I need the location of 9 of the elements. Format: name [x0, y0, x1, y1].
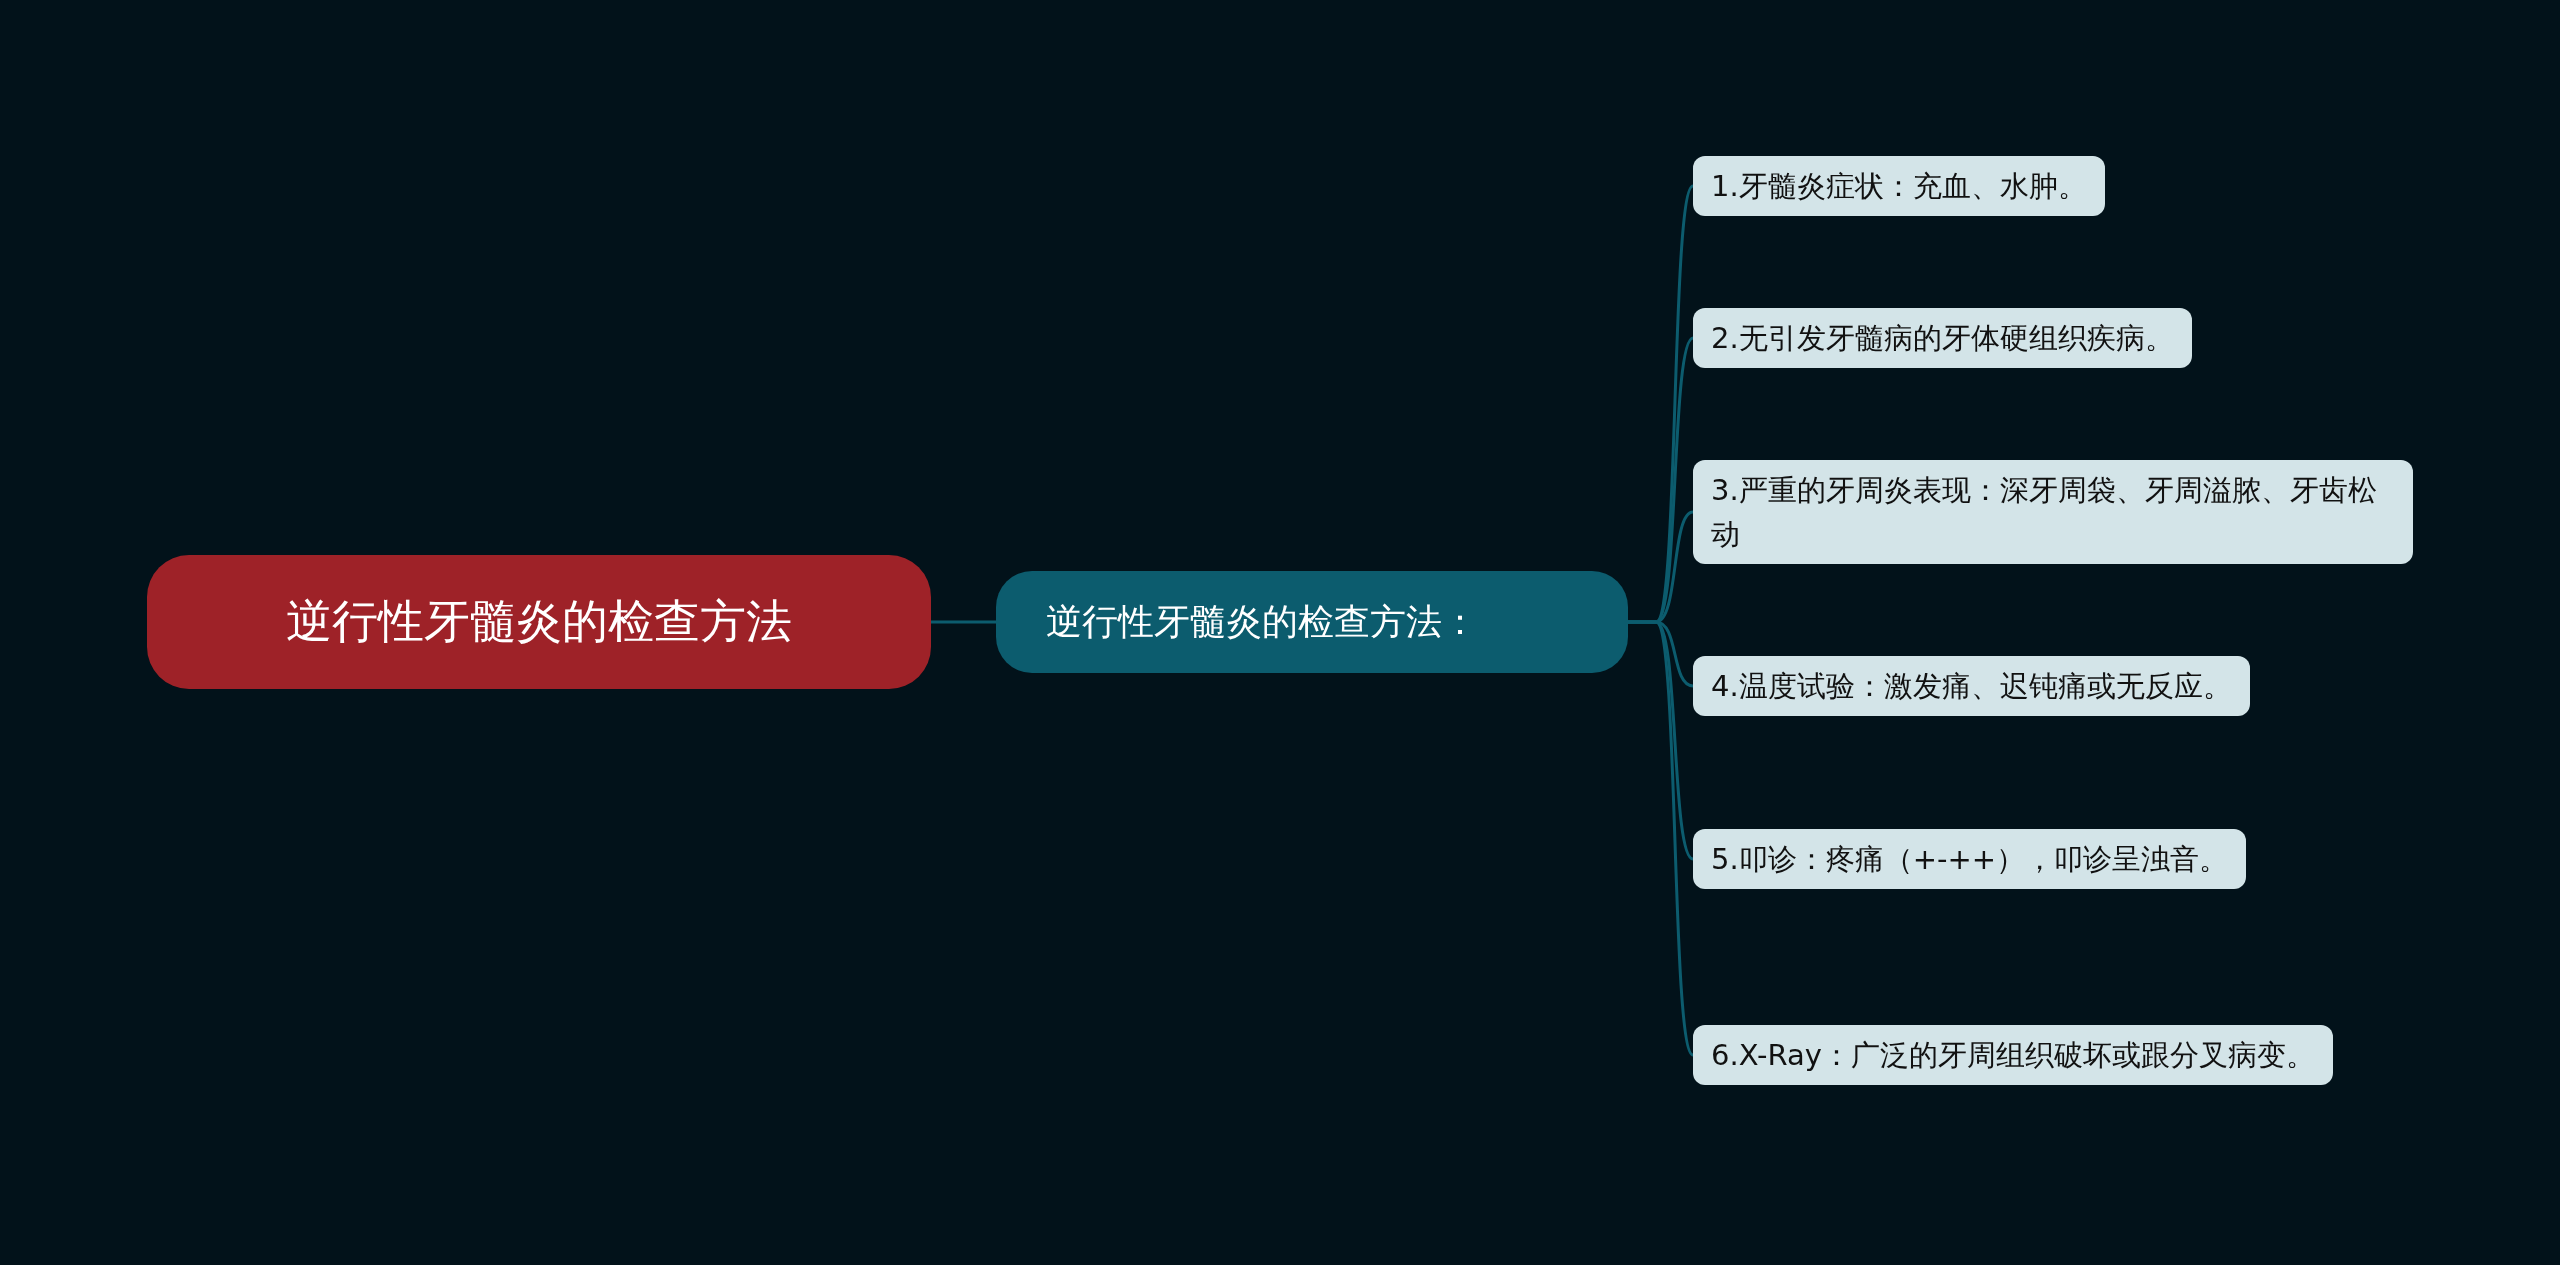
- detail-box: 4.温度试验：激发痛、迟钝痛或无反应。: [1693, 656, 2250, 716]
- topic-box: 逆行性牙髓炎的检查方法: [147, 555, 931, 689]
- detail-box: 2.无引发牙髓病的牙体硬组织疾病。: [1693, 308, 2192, 368]
- detail-box: 3.严重的牙周炎表现：深牙周袋、牙周溢脓、牙齿松动: [1693, 460, 2413, 564]
- detail-box: 5.叩诊：疼痛（+-++），叩诊呈浊音。: [1693, 829, 2247, 889]
- detail-box: 1.牙髓炎症状：充血、水肿。: [1693, 156, 2105, 216]
- subtopic-box: 逆行性牙髓炎的检查方法：: [996, 571, 1628, 673]
- connector-line: [931, 620, 996, 624]
- detail-box: 6.X-Ray：广泛的牙周组织破坏或跟分叉病变。: [1693, 1025, 2333, 1085]
